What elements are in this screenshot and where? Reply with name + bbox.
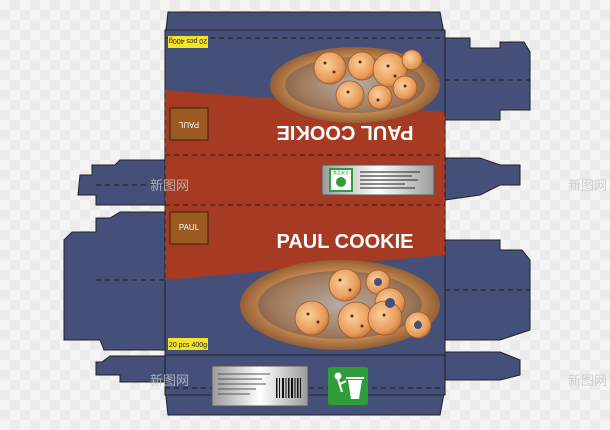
- food-safety-text: 食品安全: [333, 169, 349, 175]
- left-flaps: [63, 159, 166, 383]
- side-label-box-bottom: [169, 211, 209, 245]
- weight-badge-bottom: [168, 338, 208, 350]
- brown-band-top: [165, 90, 445, 155]
- side-label-box-top: [169, 107, 209, 141]
- watermark-3: 新图网: [150, 373, 189, 389]
- brown-band-bottom: [165, 205, 445, 280]
- info-text-lines: [360, 171, 420, 189]
- side-label-top: PAUL: [178, 120, 199, 129]
- weight-badge-top: [168, 36, 208, 48]
- recycle-bin-icon: [328, 367, 368, 405]
- watermark-2: 新图网: [568, 178, 607, 194]
- cookies-top: [313, 49, 423, 110]
- brand-title-bottom: PAUL COOKIE: [276, 231, 413, 253]
- barcode-label: [211, 365, 309, 407]
- barcode-icon: [276, 378, 301, 398]
- brand-title-top: PAUL COOKIE: [276, 121, 413, 143]
- weight-text-bottom: 20 pcs 400g: [169, 342, 207, 349]
- side-label-bottom: PAUL: [179, 223, 200, 232]
- barcode-text-lines: [218, 373, 270, 395]
- watermark-1: 新图网: [150, 178, 189, 194]
- weight-text-top: 20 pcs 400g: [169, 37, 207, 44]
- right-flaps: [444, 37, 531, 381]
- watermark-4: 新图网: [568, 373, 607, 389]
- cookies-bottom: [294, 268, 432, 339]
- watermarks: 新图网 新图网 新图网 新图网: [150, 178, 607, 389]
